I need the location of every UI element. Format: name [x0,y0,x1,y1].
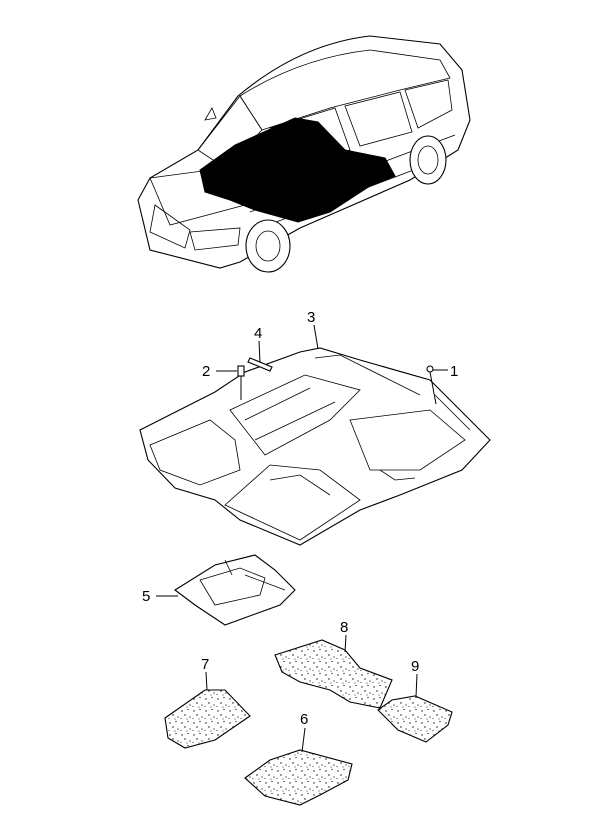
fastener-part-2 [237,365,245,400]
callout-7: 7 [201,656,209,691]
callout-5: 5 [142,588,178,605]
floor-carpet-assembly [139,347,491,546]
callout-label-8: 8 [340,619,348,636]
callout-3: 3 [307,309,319,350]
callout-2: 2 [202,363,237,380]
floor-mat-7 [164,689,251,749]
callout-1: 1 [433,363,458,380]
callout-label-5: 5 [142,588,150,605]
part-5-pad [174,554,296,626]
callout-6: 6 [300,711,308,753]
floor-mat-6 [244,749,353,806]
floor-carpet-highlight [199,117,396,223]
callout-label-7: 7 [201,656,209,673]
floor-mat-9 [377,695,453,743]
clip-part-1 [426,365,437,405]
callout-label-9: 9 [411,658,419,675]
callout-label-4: 4 [254,325,262,342]
callout-9: 9 [411,658,419,698]
bar-part-4 [247,357,273,372]
callout-8: 8 [340,619,348,653]
floor-mat-8 [274,639,393,709]
car-illustration [137,35,471,273]
callout-4: 4 [254,325,262,363]
callout-label-1: 1 [450,363,458,380]
callout-label-2: 2 [202,363,210,380]
callout-label-3: 3 [307,309,315,326]
callout-label-6: 6 [300,711,308,728]
